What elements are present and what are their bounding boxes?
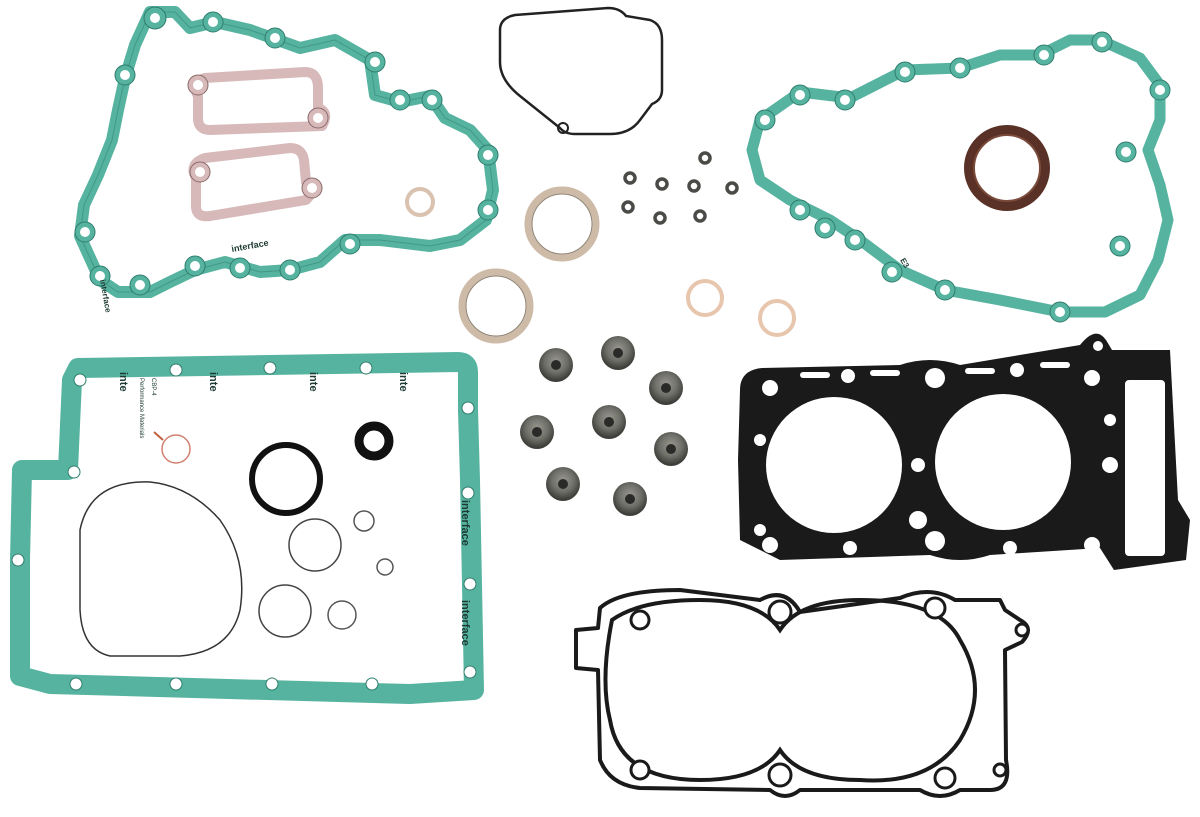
brand-print: inte [207, 372, 219, 392]
copper-washer [405, 187, 435, 217]
orings-group [79, 421, 394, 657]
brand-print: interface [231, 238, 270, 254]
pink-gasket-top [187, 67, 331, 135]
brand-print: inte [307, 372, 319, 392]
exhaust-ring [524, 186, 600, 262]
copper-washer [686, 279, 724, 317]
left-crankcase-gasket: interface interface [74, 6, 499, 314]
valve-stem-seals [520, 336, 688, 516]
crankshaft-oil-seal [964, 125, 1050, 211]
brand-print: interface [459, 600, 471, 646]
brand-print: inte [117, 372, 129, 392]
pink-gasket-bottom [188, 143, 323, 222]
small-orings [621, 151, 739, 225]
brand-print: inte [397, 372, 409, 392]
brand-print: interface [459, 500, 471, 546]
code-print: E3 [898, 257, 911, 270]
valve-cover-gasket [498, 6, 664, 136]
material-print: CBP-4 [150, 378, 156, 396]
exhaust-ring [458, 268, 534, 344]
material-print: Performance Materials [138, 378, 144, 438]
oil-pan-gasket: inte inte inte inte interface interface … [10, 352, 484, 704]
cylinder-head-gasket [738, 333, 1190, 570]
copper-washer [758, 299, 796, 337]
right-crankcase-gasket: E3 [746, 31, 1174, 323]
cylinder-base-gasket [574, 588, 1030, 798]
